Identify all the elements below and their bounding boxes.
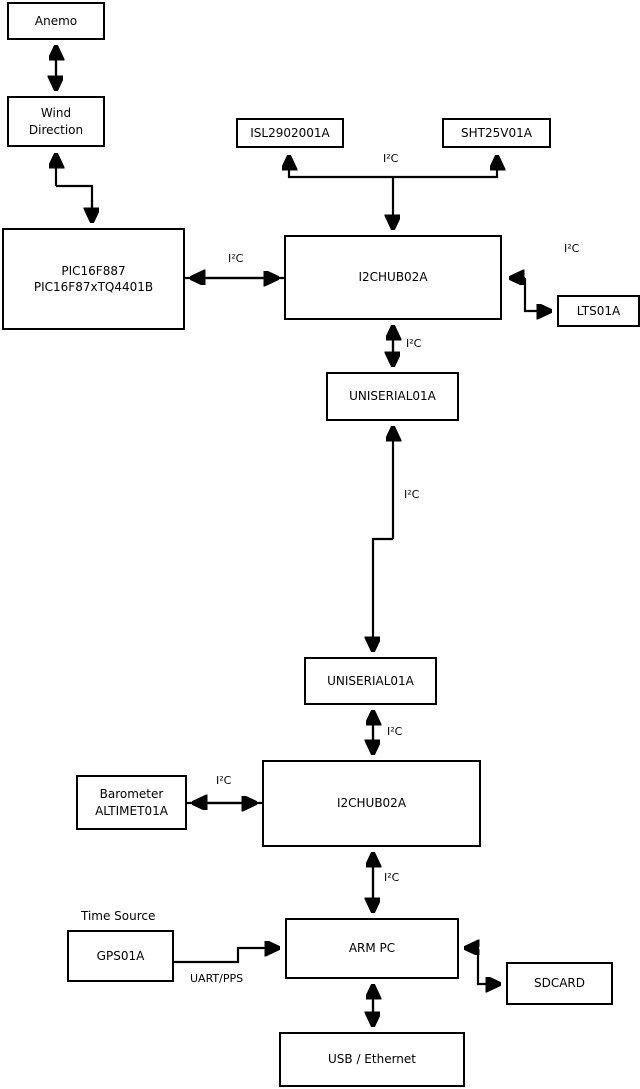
edge-label-long-link: I²C xyxy=(404,488,420,501)
edge-label-hub-uniserial: I²C xyxy=(406,337,422,350)
node-lts01a[interactable]: LTS01A xyxy=(557,295,640,327)
node-isl2902001a[interactable]: ISL2902001A xyxy=(236,118,344,148)
node-sdcard[interactable]: SDCARD xyxy=(506,962,613,1005)
connector-uniserial-long-link xyxy=(373,429,393,649)
node-uniserial01a-bottom[interactable]: UNISERIAL01A xyxy=(304,657,437,705)
node-uniserial01a-top[interactable]: UNISERIAL01A xyxy=(326,372,459,421)
label-time-source: Time Source xyxy=(81,909,156,923)
node-gps01a[interactable]: GPS01A xyxy=(67,930,174,982)
node-usb-ethernet[interactable]: USB / Ethernet xyxy=(279,1032,465,1087)
connector-armpc-sdcard xyxy=(467,948,498,984)
edge-label-uniserial-hub2: I²C xyxy=(387,725,403,738)
connector-hubtop-sensorbus xyxy=(289,158,497,227)
edge-label-hub-lts: I²C xyxy=(564,242,580,255)
node-wind-direction[interactable]: Wind Direction xyxy=(7,96,105,147)
edge-label-barometer-hub2: I²C xyxy=(216,774,232,787)
node-i2chub02a-top[interactable]: I2CHUB02A xyxy=(284,235,502,320)
node-anemo[interactable]: Anemo xyxy=(7,2,105,40)
node-barometer-altimet01a[interactable]: Barometer ALTIMET01A xyxy=(76,775,187,830)
edge-label-hub2-armpc: I²C xyxy=(384,871,400,884)
node-arm-pc[interactable]: ARM PC xyxy=(285,918,459,979)
node-pic-mcu[interactable]: PIC16F887 PIC16F87xTQ4401B xyxy=(2,228,185,330)
edge-label-uart-pps: UART/PPS xyxy=(190,972,244,985)
node-sht25v01a[interactable]: SHT25V01A xyxy=(442,118,551,148)
connector-wind-pic xyxy=(56,156,92,220)
node-i2chub02a-bottom[interactable]: I2CHUB02A xyxy=(262,760,481,847)
edge-label-pic-hub: I²C xyxy=(228,252,244,265)
connector-hubtop-lts xyxy=(512,278,549,311)
connector-gps-armpc xyxy=(174,948,277,964)
edge-label-sensor-bus: I²C xyxy=(383,152,399,165)
